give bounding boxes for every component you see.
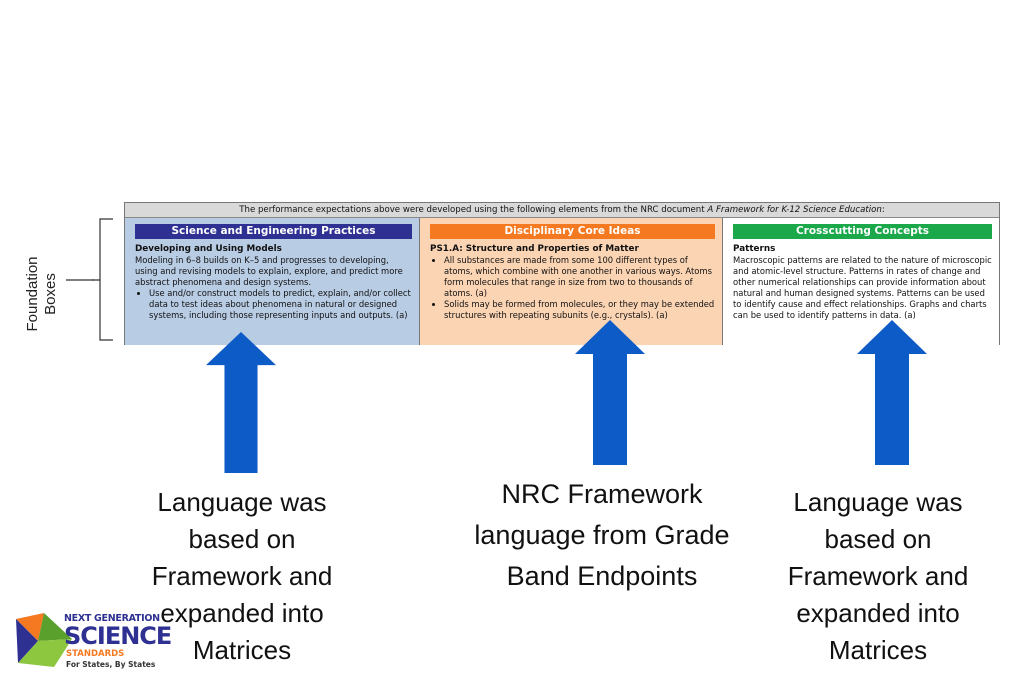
logo-tagline: For States, By States [66, 660, 156, 669]
framework-document-title: A Framework for K-12 Science Education [707, 205, 882, 215]
practices-title: Science and Engineering Practices [135, 224, 412, 239]
core-ideas-bullets: All substances are made from some 100 di… [430, 255, 715, 320]
ngss-logo-icon [16, 613, 72, 667]
table-header: The performance expectations above were … [125, 203, 999, 218]
foundation-boxes-text: Foundation Boxes [24, 256, 59, 332]
foundation-table: The performance expectations above were … [124, 202, 1000, 345]
core-ideas-subtitle: PS1.A: Structure and Properties of Matte… [430, 244, 639, 254]
list-item: Use and/or construct models to predict, … [149, 288, 412, 321]
arrow-up-icon [206, 332, 276, 473]
core-ideas-column: Disciplinary Core Ideas PS1.A: Structure… [419, 218, 722, 345]
practices-text: Modeling in 6–8 builds on K–5 and progre… [135, 255, 403, 287]
caption-crosscutting: Language was based on Framework and expa… [787, 487, 969, 665]
list-item: Solids may be formed from molecules, or … [444, 299, 715, 321]
list-item: All substances are made from some 100 di… [444, 255, 715, 299]
practices-column: Science and Engineering Practices Develo… [125, 218, 419, 345]
logo-line2: SCIENCE [64, 622, 172, 650]
core-ideas-title: Disciplinary Core Ideas [430, 224, 715, 239]
practices-subtitle: Developing and Using Models [135, 244, 282, 254]
arrow-up-icon [857, 320, 927, 465]
crosscutting-text: Macroscopic patterns are related to the … [733, 255, 992, 320]
crosscutting-subtitle: Patterns [733, 244, 776, 254]
bracket-shape [92, 218, 113, 341]
logo-line1: NEXT GENERATION [64, 613, 160, 624]
logo-line3: STANDARDS [66, 649, 125, 659]
caption-core-ideas: NRC Framework language from Grade Band E… [474, 479, 730, 591]
practices-bullets: Use and/or construct models to predict, … [135, 288, 412, 321]
arrow-up-icon [575, 320, 645, 465]
crosscutting-column: Crosscutting Concepts Patterns Macroscop… [722, 218, 999, 345]
bracket-connector [66, 279, 94, 281]
foundation-boxes-label: Foundation Boxes [14, 244, 70, 344]
crosscutting-title: Crosscutting Concepts [733, 224, 992, 239]
caption-practices: Language was based on Framework and expa… [151, 487, 333, 665]
